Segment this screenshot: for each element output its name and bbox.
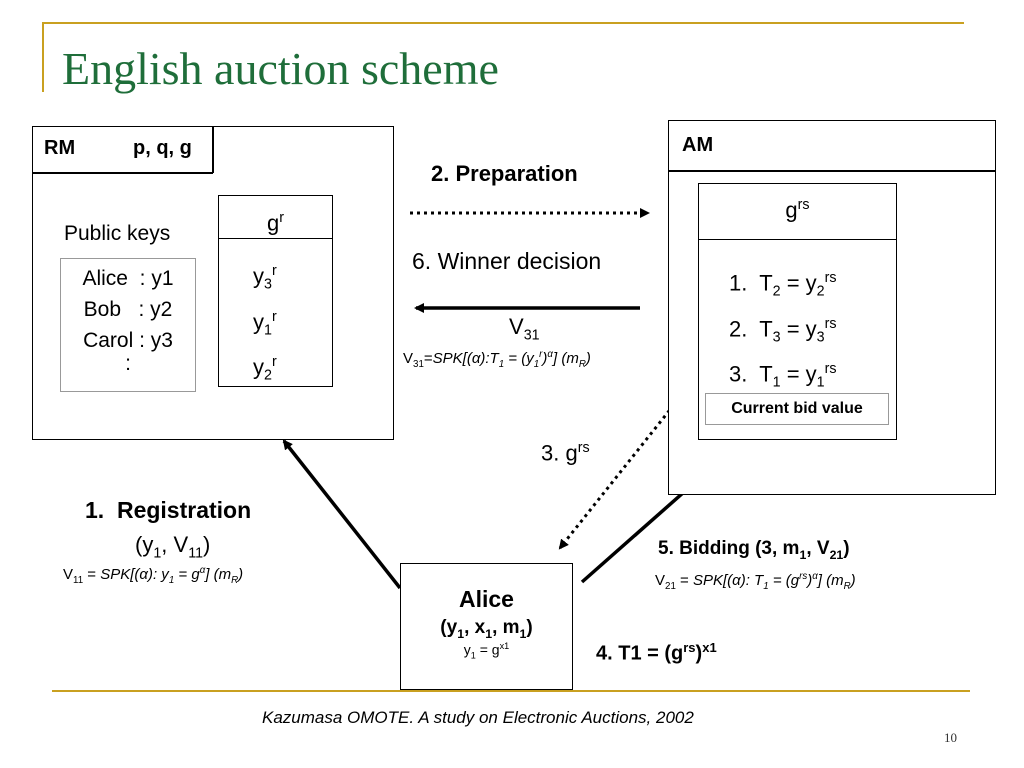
- am-header-underline: [669, 170, 995, 172]
- am-stack-g-sup: rs: [797, 197, 810, 213]
- rm-label: RM: [44, 137, 76, 159]
- rm-stack-row: y1r: [253, 308, 277, 339]
- public-keys-list: Alice : y1 Bob : y2 Carol : y3 :: [60, 258, 196, 392]
- rm-stack-row: y2r: [253, 354, 277, 385]
- alice-name: Alice: [459, 586, 514, 612]
- am-stack-row: 2. T3 = y3rs: [729, 315, 837, 346]
- registration-title: 1. Registration: [85, 497, 252, 523]
- public-key-bob: Bob : y2: [83, 298, 173, 321]
- am-label: AM: [682, 134, 714, 156]
- current-bid-box: Current bid value: [705, 393, 889, 425]
- am-stack-row: 1. T2 = y2rs: [729, 270, 837, 300]
- am-stack-header: grs: [699, 184, 896, 240]
- alice-box: Alice (y1, x1, m1) y1 = gx1: [400, 563, 573, 690]
- rm-params: p, q, g: [133, 137, 192, 159]
- am-stack-row: 3. T1 = y1rs: [729, 361, 837, 392]
- rm-stack-front: gr y3r y1r y2r: [218, 195, 333, 387]
- alice-key: y1 = gx1: [463, 640, 510, 661]
- public-key-alice: Alice : y1: [82, 267, 174, 290]
- bidding-title: 5. Bidding (3, m1, V21): [658, 538, 850, 562]
- t1-formula: 4. T1 = (grs)x1: [596, 640, 717, 665]
- registration-args: (y1, V11): [135, 532, 211, 562]
- rm-stack-g-sup: r: [279, 210, 284, 226]
- page-number: 10: [944, 730, 957, 745]
- footer-citation: Kazumasa OMOTE. A study on Electronic Au…: [262, 708, 694, 727]
- title-frame-top-line: [42, 22, 964, 24]
- rm-header-underline: [33, 172, 213, 174]
- rm-stack-rows: y3r y1r y2r: [219, 239, 332, 392]
- am-stack-g: g: [785, 197, 798, 223]
- rm-stack-g: g: [266, 210, 280, 236]
- registration-arrow: [282, 439, 402, 590]
- rm-stack-header: gr: [219, 196, 332, 239]
- footer-line: [52, 690, 970, 692]
- public-key-more: :: [125, 352, 131, 375]
- rm-stack-row: y3r: [253, 263, 277, 293]
- public-key-carol: Carol : y3: [83, 329, 173, 352]
- preparation-label: 2. Preparation: [431, 161, 578, 186]
- rm-header-divider: [212, 126, 214, 173]
- title-frame-left-line: [42, 22, 44, 92]
- slide-title: English auction scheme: [62, 43, 499, 94]
- v31-label: V31: [509, 314, 540, 344]
- rm-box: [32, 126, 394, 440]
- bidding-formula: V21 = SPK[(α): T1 = (grs)α] (mR): [655, 571, 856, 592]
- winner-decision-label: 6. Winner decision: [412, 248, 602, 274]
- current-bid-label: Current bid value: [731, 400, 863, 417]
- alice-tuple: (y1, x1, m1): [440, 617, 533, 641]
- v31-formula: V31=SPK[(α):T1 = (y1r)α] (mR): [403, 349, 591, 370]
- registration-formula: V11 = SPK[(α): y1 = gα] (mR): [63, 565, 244, 586]
- grs-label: 3. grs: [541, 440, 590, 466]
- public-keys-label: Public keys: [64, 222, 171, 245]
